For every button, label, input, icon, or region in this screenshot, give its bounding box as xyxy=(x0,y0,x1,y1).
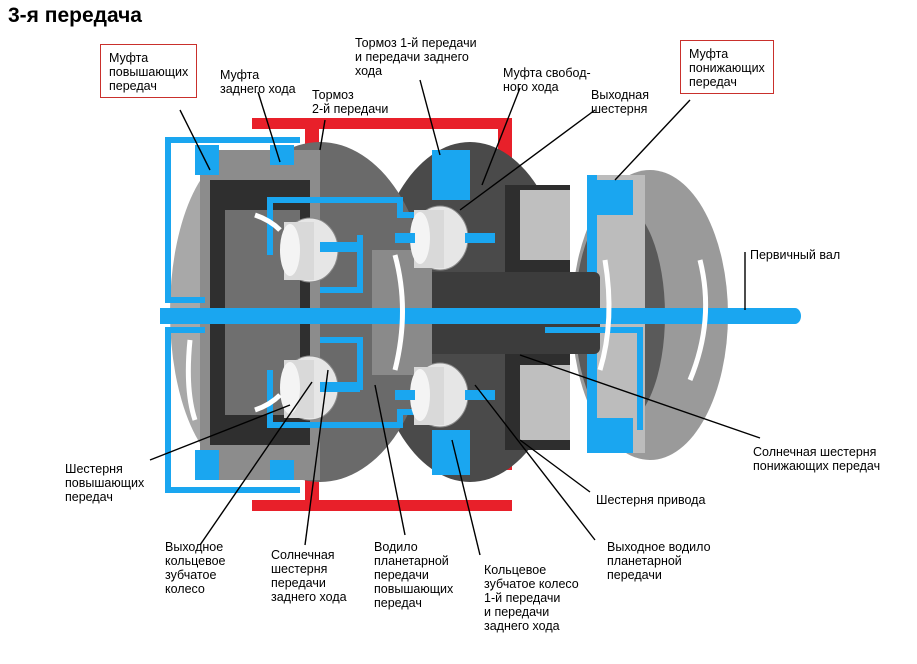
label-output-carrier: Выходное водило планетарной передачи xyxy=(607,540,711,582)
label-upshift-clutch: Муфта повышающих передач xyxy=(100,44,198,98)
label-freewheel-clutch: Муфта свобод- ного хода xyxy=(503,66,591,94)
label-reverse-sun-gear: Солнечная шестерня передачи заднего хода xyxy=(271,548,347,604)
label-downshift-clutch: Муфта понижающих передач xyxy=(680,40,774,94)
label-ring-gear-1st-reverse: Кольцевое зубчатое колесо 1-й передачи и… xyxy=(484,563,579,633)
flow-arrows xyxy=(185,212,709,421)
planet-gears xyxy=(280,205,495,428)
page-title: 3-я передача xyxy=(8,4,142,27)
label-reverse-clutch: Муфта заднего хода xyxy=(220,68,296,96)
clutch-blocks xyxy=(195,145,633,480)
label-upshift-carrier: Водило планетарной передачи повышающих п… xyxy=(374,540,454,610)
label-drive-gear: Шестерня привода xyxy=(596,493,706,507)
label-brake-1st-reverse: Тормоз 1-й передачи и передачи заднего х… xyxy=(355,36,477,78)
label-output-ring-gear: Выходное кольцевое зубчатое колесо xyxy=(165,540,226,596)
label-upshift-gear: Шестерня повышающих передач xyxy=(65,462,145,504)
label-downshift-sun-gear: Солнечная шестерня понижающих передач xyxy=(753,445,881,473)
central-shaft xyxy=(160,250,801,375)
label-output-gear: Выходная шестерня xyxy=(591,88,650,116)
leader-lines xyxy=(149,79,761,556)
label-brake-2nd: Тормоз 2-й передачи xyxy=(312,88,389,116)
label-input-shaft: Первичный вал xyxy=(750,248,841,262)
